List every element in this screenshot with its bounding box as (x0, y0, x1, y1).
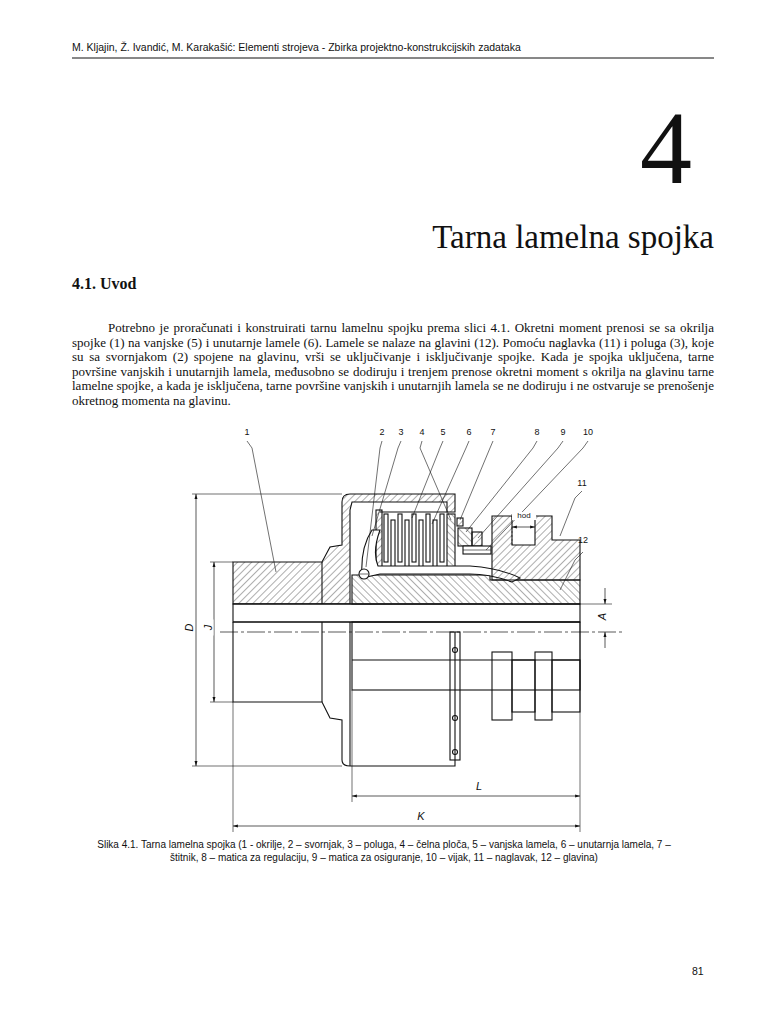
figure-caption: Slika 4.1. Tarna lamelna spojka (1 - okr… (84, 838, 684, 864)
callout-number: 9 (553, 428, 573, 437)
dimension-label: A (597, 609, 608, 625)
body-text: Potrebno je proračunati i konstruirati t… (72, 321, 714, 409)
running-header: M. Kljajin, Ž. Ivandić, M. Karakašić: El… (72, 41, 714, 53)
dimension-label: J (203, 620, 214, 636)
callout-number: 6 (459, 428, 479, 437)
callout-number: 10 (578, 428, 598, 437)
callout-number: 8 (527, 428, 547, 437)
callout-number: 7 (483, 428, 503, 437)
section-heading: 4.1. Uvod (72, 275, 372, 293)
dimension-label: L (470, 781, 488, 792)
stroke-label: hod (512, 512, 536, 520)
callout-number: 2 (372, 428, 392, 437)
page-number: 81 (692, 965, 716, 977)
callout-number: 12 (573, 536, 593, 545)
dimension-label: K (412, 811, 430, 822)
callout-number: 4 (412, 428, 432, 437)
callout-number: 11 (572, 479, 592, 488)
chapter-number: 4 (640, 96, 720, 200)
callout-number: 3 (391, 428, 411, 437)
dimension-label: D (184, 619, 195, 637)
callout-number: 5 (433, 428, 453, 437)
chapter-title: Tarna lamelna spojka (300, 219, 714, 255)
callout-number: 1 (237, 428, 257, 437)
